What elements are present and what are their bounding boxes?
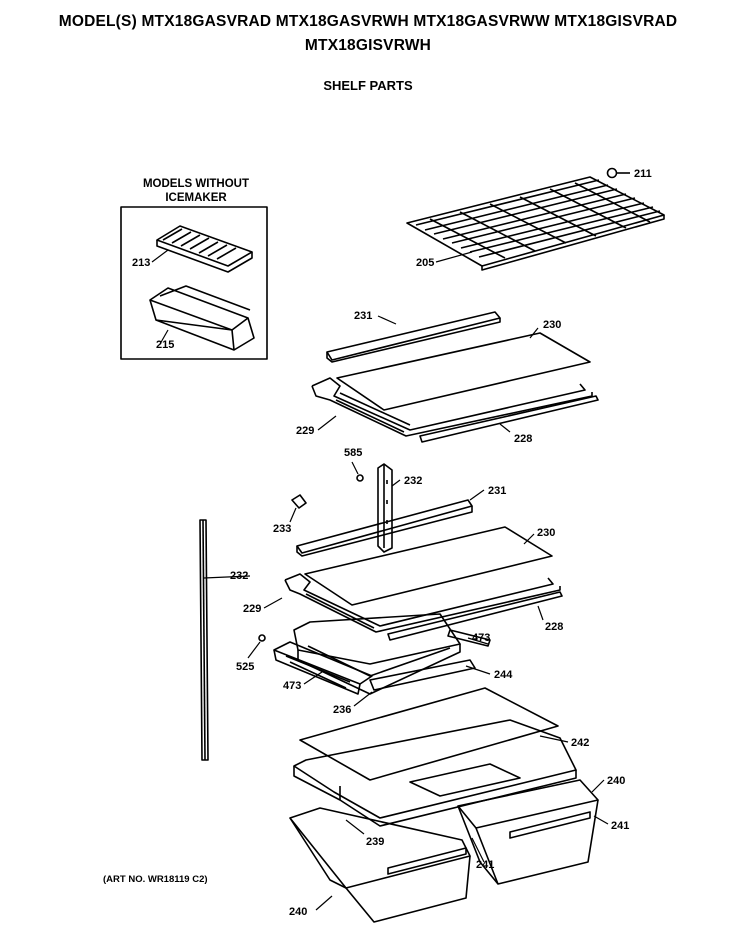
inset-box bbox=[120, 206, 268, 360]
callout-228-middle: 228 bbox=[545, 621, 563, 633]
section-title: SHELF PARTS bbox=[323, 78, 413, 93]
callout-241-right: 241 bbox=[611, 820, 629, 832]
model-list-line-1: MODEL(S) MTX18GASVRAD MTX18GASVRWH MTX18… bbox=[58, 13, 678, 30]
callout-215: 215 bbox=[156, 339, 174, 351]
callout-473-left: 473 bbox=[283, 680, 301, 692]
callout-230-middle: 230 bbox=[537, 527, 555, 539]
callout-211: 211 bbox=[634, 168, 652, 180]
callout-242: 242 bbox=[571, 737, 589, 749]
screw-part bbox=[356, 474, 364, 482]
callout-228-upper: 228 bbox=[514, 433, 532, 445]
shelf-stop-part bbox=[606, 167, 618, 179]
callout-230-upper: 230 bbox=[543, 319, 561, 331]
bracket-long-part bbox=[199, 519, 209, 761]
callout-240-left: 240 bbox=[289, 906, 307, 918]
callout-239: 239 bbox=[366, 836, 384, 848]
callout-240-right: 240 bbox=[607, 775, 625, 787]
model-list-line-2: MTX18GISVRWH bbox=[304, 37, 432, 54]
crisper-drawer-right-part bbox=[457, 779, 599, 885]
callout-229-upper: 229 bbox=[296, 425, 314, 437]
clip-part bbox=[291, 494, 307, 509]
inset-title-line-2: ICEMAKER bbox=[165, 192, 227, 204]
callout-232-upper: 232 bbox=[404, 475, 422, 487]
callout-232-long: 232 bbox=[230, 570, 248, 582]
upper-shelf-group bbox=[311, 311, 599, 443]
art-number: (ART NO. WR18119 C2) bbox=[103, 874, 208, 885]
crisper-cover-group bbox=[293, 687, 577, 827]
crisper-drawer-left-part bbox=[289, 807, 471, 923]
callout-231-upper: 231 bbox=[354, 310, 372, 322]
ice-bin-part bbox=[149, 285, 255, 351]
callout-205: 205 bbox=[416, 257, 434, 269]
bracket-upper-part bbox=[377, 463, 393, 553]
callout-244: 244 bbox=[494, 669, 513, 681]
callout-233: 233 bbox=[273, 523, 291, 535]
middle-shelf-group bbox=[284, 499, 563, 641]
callout-241-left: 241 bbox=[476, 859, 494, 871]
callout-473-right: 473 bbox=[472, 632, 490, 644]
callout-236: 236 bbox=[333, 704, 351, 716]
leader-lines bbox=[151, 249, 609, 911]
callout-231-middle: 231 bbox=[488, 485, 506, 497]
callout-213: 213 bbox=[132, 257, 150, 269]
wire-shelf-part bbox=[406, 176, 665, 271]
inset-title-line-1: MODELS WITHOUT bbox=[142, 178, 250, 190]
callout-525: 525 bbox=[236, 661, 254, 673]
callout-229-middle: 229 bbox=[243, 603, 261, 615]
meat-pan-cover-group bbox=[258, 613, 491, 695]
ice-tray-part bbox=[156, 225, 253, 273]
callout-585: 585 bbox=[344, 447, 362, 459]
